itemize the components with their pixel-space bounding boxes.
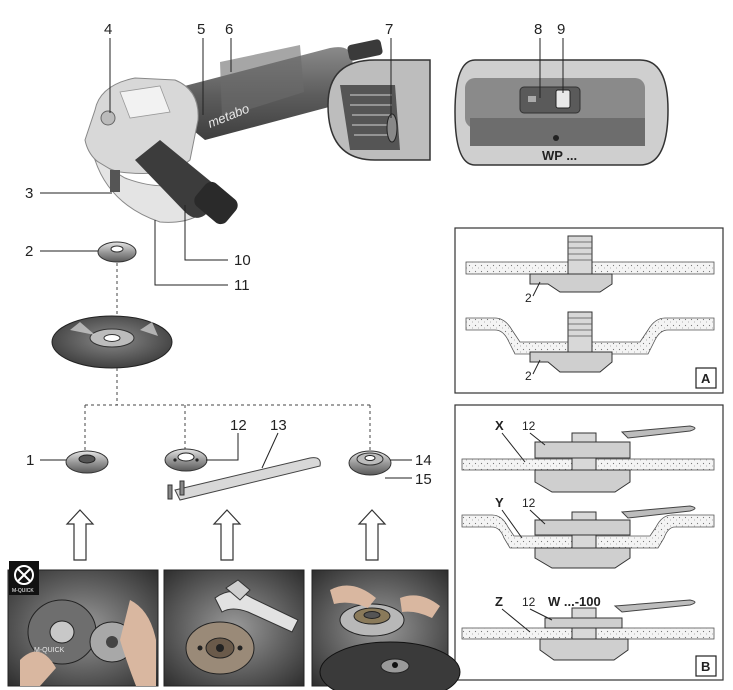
row-y-letter: Y bbox=[495, 495, 504, 510]
callout-5: 5 bbox=[197, 21, 205, 38]
panel-a-badge: A bbox=[701, 371, 711, 386]
row-z-part: 12 bbox=[522, 595, 536, 609]
inset-switch-detail: 8 9 WP ... bbox=[454, 21, 669, 166]
callout-4: 4 bbox=[104, 21, 112, 38]
flange-label-top: 2 bbox=[525, 291, 532, 305]
prohibited-icon: M-QUICK bbox=[9, 561, 39, 595]
panel-b-row-z: Z 12 W ...-100 bbox=[461, 594, 715, 661]
panel-b-badge: B bbox=[701, 659, 710, 674]
callout-6: 6 bbox=[225, 21, 233, 38]
callout-13: 13 bbox=[270, 417, 287, 434]
callout-3: 3 bbox=[25, 185, 33, 202]
row-x-part: 12 bbox=[522, 419, 536, 433]
inset-ventilation-detail: 7 bbox=[327, 21, 431, 161]
clamping-nut-part-1: 1 bbox=[26, 450, 109, 474]
clamping-nut-part-12: 12 bbox=[164, 417, 247, 472]
row-z-model: W ...-100 bbox=[548, 594, 601, 609]
row-y-part: 12 bbox=[522, 496, 536, 510]
panel-b-row-x: X 12 bbox=[461, 418, 715, 493]
callout-1: 1 bbox=[26, 452, 34, 469]
panel-a: 2 2 A bbox=[454, 227, 724, 394]
callout-10: 10 bbox=[234, 252, 251, 269]
grinding-disc bbox=[51, 315, 173, 369]
two-hole-spanner-part-13: 13 bbox=[167, 417, 321, 501]
grinder-callouts: 4 5 6 3 2 10 11 bbox=[25, 21, 251, 294]
callout-14: 14 bbox=[415, 452, 432, 469]
photo-middle-spanner bbox=[163, 569, 305, 687]
row-z-letter: Z bbox=[495, 594, 503, 609]
arrow-up-icon bbox=[65, 509, 95, 561]
no-symbol-caption: M-QUICK bbox=[12, 588, 34, 594]
callout-8: 8 bbox=[534, 21, 542, 38]
switch-model-label: WP ... bbox=[542, 148, 577, 163]
callout-9: 9 bbox=[557, 21, 565, 38]
quick-nut-part-14: 14 15 bbox=[348, 450, 432, 488]
angle-grinder-illustration: metabo bbox=[84, 39, 383, 225]
flange-label-bottom: 2 bbox=[525, 369, 532, 383]
arrow-up-icon bbox=[357, 509, 387, 561]
callout-7: 7 bbox=[385, 21, 393, 38]
row-x-letter: X bbox=[495, 418, 504, 433]
callout-11: 11 bbox=[234, 277, 250, 294]
callout-2: 2 bbox=[25, 243, 33, 260]
support-flange-part-2 bbox=[97, 241, 137, 263]
photo-right-quick-nut bbox=[311, 569, 461, 690]
callout-12: 12 bbox=[230, 417, 247, 434]
panel-b-row-y: Y 12 bbox=[461, 495, 715, 569]
arrow-up-icon bbox=[212, 509, 242, 561]
disc-brand-text: M-QUICK bbox=[34, 647, 65, 654]
panel-b: X 12 Y 12 Z 12 W ... bbox=[454, 404, 724, 681]
callout-15: 15 bbox=[415, 471, 432, 488]
photo-left-hands-tightening: M-QUICK bbox=[7, 569, 159, 687]
